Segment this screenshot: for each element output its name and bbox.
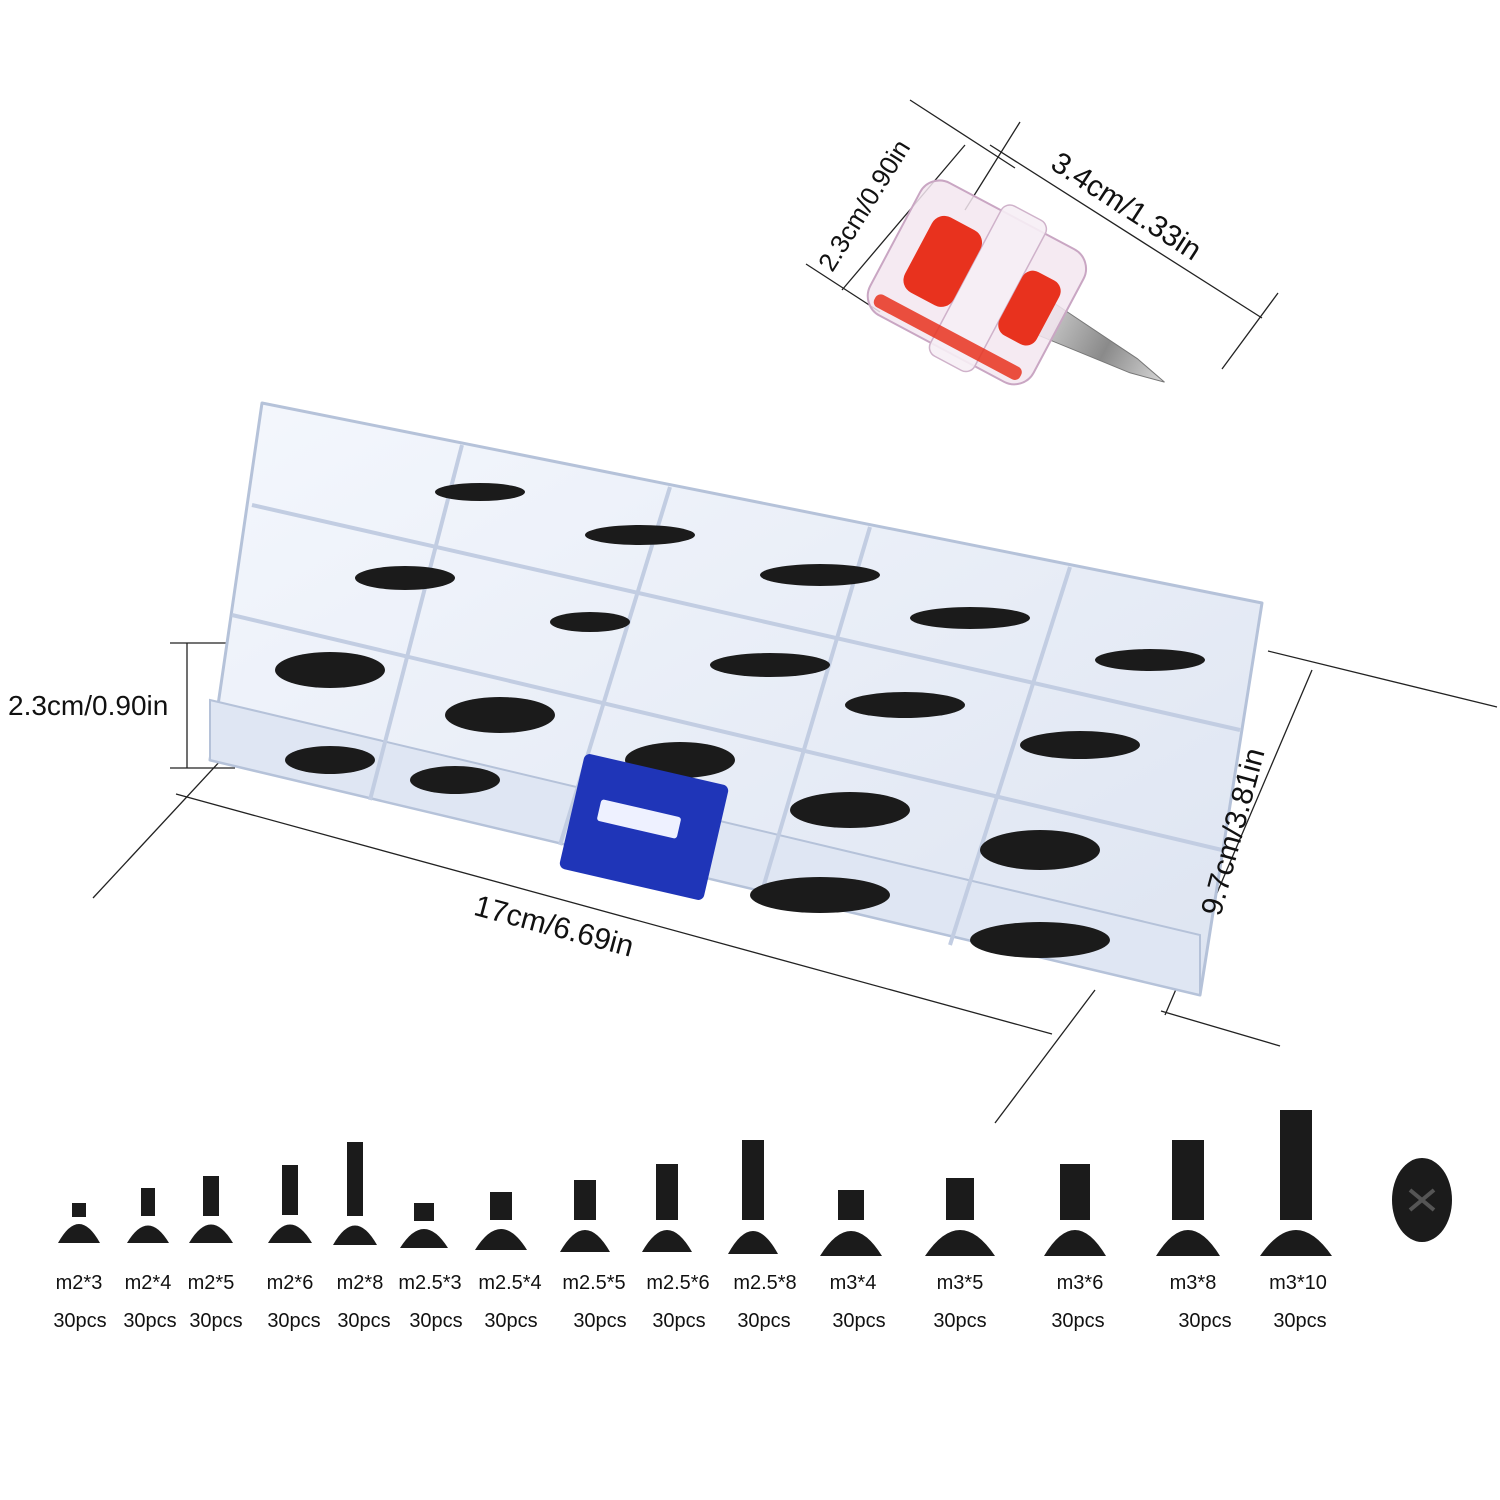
mini-screwdriver [866, 179, 1165, 386]
screw-qty-label: 30pcs [267, 1310, 321, 1332]
screw-qty-label: 30pcs [832, 1310, 886, 1332]
screw-m2x3 [58, 1203, 100, 1243]
screw-m3x10 [1260, 1110, 1332, 1256]
screw-m2x8 [333, 1142, 377, 1245]
storage-box [208, 401, 1264, 997]
screw-size-label: m2.5*6 [646, 1272, 710, 1294]
screw-size-label: m2*5 [187, 1272, 235, 1294]
screw-m2.5x5 [560, 1180, 610, 1252]
screw-qty-label: 30pcs [123, 1310, 177, 1332]
screw-m3x6 [1044, 1164, 1106, 1256]
screw-qty-label: 30pcs [1178, 1310, 1232, 1332]
screw-size-label: m3*6 [1056, 1272, 1104, 1294]
screw-size-label: m3*5 [936, 1272, 984, 1294]
box-contents [275, 483, 1205, 958]
screw-qty-label: 30pcs [933, 1310, 987, 1332]
box-height-label: 2.3cm/0.90in [8, 690, 169, 721]
screw-m2.5x3 [400, 1203, 448, 1248]
screw-size-label: m2*3 [55, 1272, 103, 1294]
screw-m3x4 [820, 1190, 882, 1256]
screw-size-label: m2.5*3 [398, 1272, 462, 1294]
screw-qty-label: 30pcs [737, 1310, 791, 1332]
screw-size-label: m2*8 [336, 1272, 384, 1294]
box-latch-icon [559, 754, 729, 900]
screw-m3x8 [1156, 1140, 1220, 1256]
screw-size-label: m2.5*5 [562, 1272, 626, 1294]
screw-size-label: m2.5*4 [478, 1272, 542, 1294]
screw-qty-label: 30pcs [652, 1310, 706, 1332]
screw-size-label: m3*8 [1169, 1272, 1217, 1294]
screw-qty-label: 30pcs [409, 1310, 463, 1332]
screw-m2x4 [127, 1188, 169, 1243]
screw-size-label: m2.5*8 [733, 1272, 797, 1294]
screw-qty-label: 30pcs [53, 1310, 107, 1332]
screw-qty-label: 30pcs [484, 1310, 538, 1332]
screw-m2.5x8 [728, 1140, 778, 1254]
screw-qty-label: 30pcs [1051, 1310, 1105, 1332]
screw-size-label: m2*6 [266, 1272, 314, 1294]
screw-row [58, 1110, 1452, 1256]
screw-size-label: m2*4 [124, 1272, 172, 1294]
screw-size-label: m3*10 [1269, 1272, 1327, 1294]
screw-qty-label: 30pcs [189, 1310, 243, 1332]
screw-m2x5 [189, 1176, 233, 1243]
dimension-lines [92, 99, 1498, 1124]
screw-m2.5x4 [475, 1192, 527, 1250]
screw-head-view [1392, 1158, 1452, 1242]
screw-size-label: m3*4 [829, 1272, 877, 1294]
screw-m3x5 [925, 1178, 995, 1256]
screw-qty-label: 30pcs [337, 1310, 391, 1332]
screw-qty-label: 30pcs [1273, 1310, 1327, 1332]
screw-m2x6 [268, 1165, 312, 1243]
screw-qty-label: 30pcs [573, 1310, 627, 1332]
screw-m2.5x6 [642, 1164, 692, 1252]
